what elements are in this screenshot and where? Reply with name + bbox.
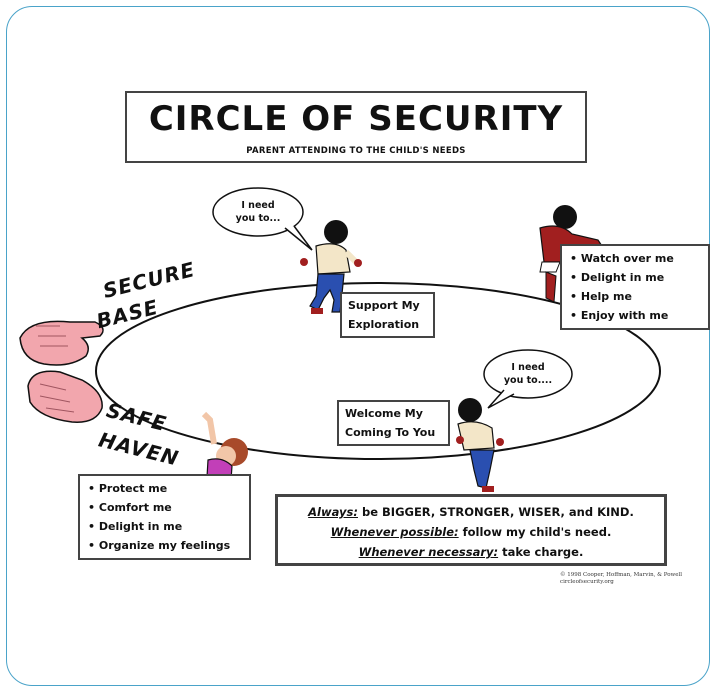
speech-bubble-right <box>483 349 573 409</box>
list-item: Delight in me <box>88 517 243 536</box>
watch-list: Watch over me Delight in me Help me Enjo… <box>562 246 708 328</box>
support-box: Support My Exploration <box>340 292 435 338</box>
circle-path <box>95 282 661 460</box>
protect-list-box: Protect me Comfort me Delight in me Orga… <box>78 474 251 560</box>
title-box: CIRCLE OF SECURITY PARENT ATTENDING TO T… <box>125 91 587 163</box>
guidance-line-2: Whenever possible: follow my child's nee… <box>330 525 612 539</box>
list-item: Protect me <box>88 479 243 498</box>
list-item: Comfort me <box>88 498 243 517</box>
protect-list: Protect me Comfort me Delight in me Orga… <box>80 476 249 558</box>
guidance-line-3: Whenever necessary: take charge. <box>358 545 584 559</box>
list-item: Enjoy with me <box>570 306 702 325</box>
guidance-box: Always: be BIGGER, STRONGER, WISER, and … <box>275 494 667 566</box>
list-item: Delight in me <box>570 268 702 287</box>
hands-icon <box>19 320 104 423</box>
guidance-line-1: Always: be BIGGER, STRONGER, WISER, and … <box>308 505 634 519</box>
list-item: Organize my feelings <box>88 536 243 555</box>
list-item: Help me <box>570 287 702 306</box>
list-item: Watch over me <box>570 249 702 268</box>
page-title: CIRCLE OF SECURITY <box>148 99 564 139</box>
child-exploring-icon <box>300 220 362 314</box>
speech-bubble-top <box>212 187 313 251</box>
copyright-note: © 1998 Cooper, Hoffman, Marvin, & Powell… <box>560 572 683 585</box>
welcome-box: Welcome My Coming To You <box>337 400 450 446</box>
child-returning-icon <box>456 398 504 492</box>
page-subtitle: PARENT ATTENDING TO THE CHILD'S NEEDS <box>246 146 466 156</box>
watch-list-box: Watch over me Delight in me Help me Enjo… <box>560 244 710 330</box>
